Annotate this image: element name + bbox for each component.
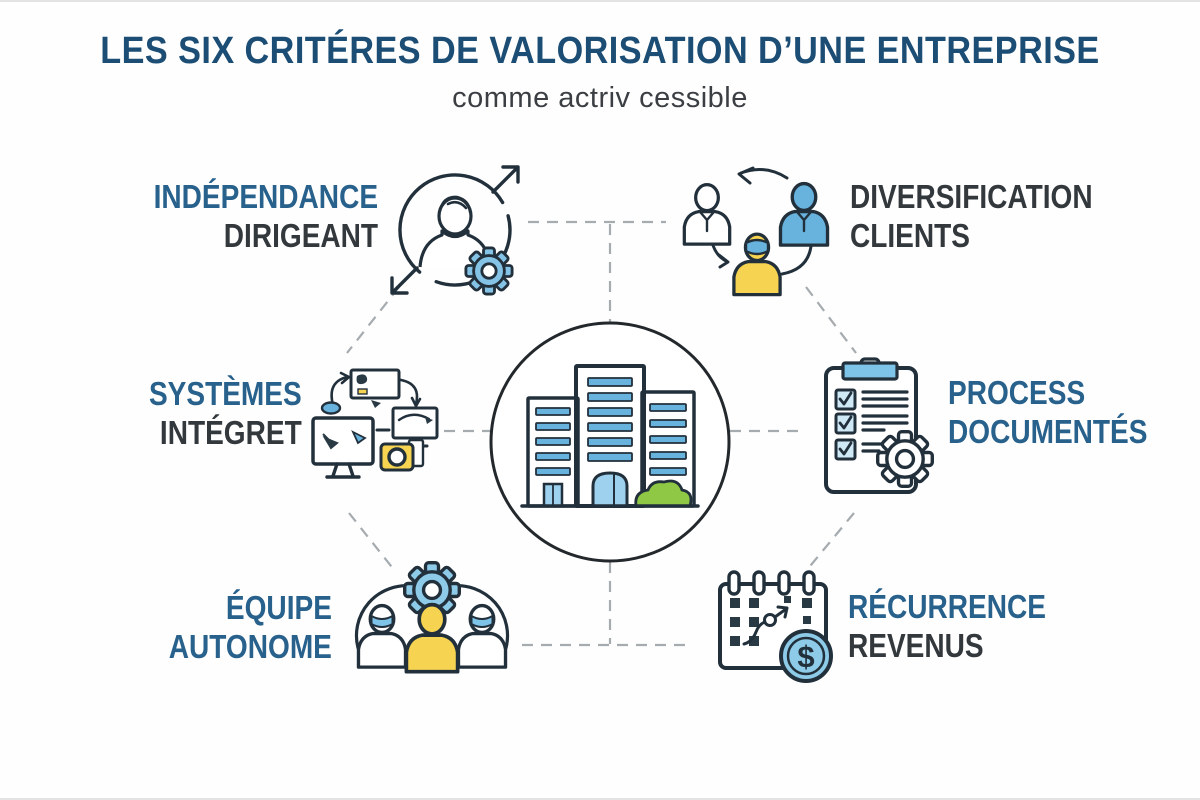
dollar-symbol: $ xyxy=(797,639,814,674)
label-equipe-autonome: ÉQUIPE AUTONOME xyxy=(169,588,332,666)
label-diversification-clients: DIVERSIFICATION CLIENTS xyxy=(850,177,1093,255)
label-line: DIRIGEANT xyxy=(223,217,378,254)
headset-mask xyxy=(470,614,494,628)
page-subtitle: comme actriv cessible xyxy=(452,82,748,114)
label-line: REVENUS xyxy=(848,627,984,664)
label-independance-dirigeant: INDÉPENDANCE DIRIGEANT xyxy=(154,177,378,255)
clients-cycle-icon xyxy=(682,166,830,297)
label-line: AUTONOME xyxy=(168,628,332,665)
bush xyxy=(634,479,693,508)
dashed-connector xyxy=(346,286,400,354)
label-line: DIVERSIFICATION xyxy=(850,178,1093,215)
trend-line xyxy=(742,620,767,646)
dashed-connector xyxy=(805,286,857,354)
bottom-edge-line xyxy=(0,798,1200,800)
headset-mask xyxy=(370,614,394,628)
arrow-out-icon xyxy=(491,165,520,194)
arrow-in-icon xyxy=(390,266,419,295)
label-line: RÉCURRENCE xyxy=(848,588,1046,625)
label-recurrence-revenus: RÉCURRENCE REVENUS xyxy=(848,587,1046,665)
label-line: DOCUMENTÉS xyxy=(948,413,1148,450)
monitor-icon xyxy=(311,416,375,466)
top-edge-line xyxy=(0,0,1200,2)
gear-icon xyxy=(876,430,934,488)
label-systemes-integret: SYSTÈMES INTÉGRET xyxy=(149,374,302,452)
label-process-documentes: PROCESS DOCUMENTÉS xyxy=(948,373,1147,451)
label-line: ÉQUIPE xyxy=(226,589,332,626)
building-door xyxy=(591,471,629,508)
page-title: LES SIX CRITÉRES DE VALORISATION D’UNE E… xyxy=(100,30,1100,72)
team-member-icon xyxy=(404,602,460,674)
team-member-icon xyxy=(456,603,508,669)
leader-independence-icon xyxy=(390,165,520,296)
checklist-gear-icon xyxy=(824,357,934,494)
team-member-icon xyxy=(356,603,408,669)
label-line: INTÉGRET xyxy=(160,414,302,451)
client-person-icon xyxy=(682,183,732,246)
gear-icon xyxy=(464,246,514,296)
dashed-connector xyxy=(805,512,855,572)
laptop-icon xyxy=(391,406,439,440)
connected-devices-icon xyxy=(311,368,439,479)
team-gear-icon xyxy=(354,561,510,674)
label-line: INDÉPENDANCE xyxy=(153,178,378,215)
cycle-arrow-icon xyxy=(737,166,789,185)
label-line: SYSTÈMES xyxy=(149,375,302,412)
dashed-connector xyxy=(348,512,396,572)
calendar-dollar-icon: $ xyxy=(718,570,833,683)
label-line: PROCESS xyxy=(948,374,1086,411)
client-person-icon xyxy=(778,181,830,247)
office-building-icon xyxy=(520,364,700,508)
cap xyxy=(744,238,770,256)
label-line: CLIENTS xyxy=(850,217,970,254)
